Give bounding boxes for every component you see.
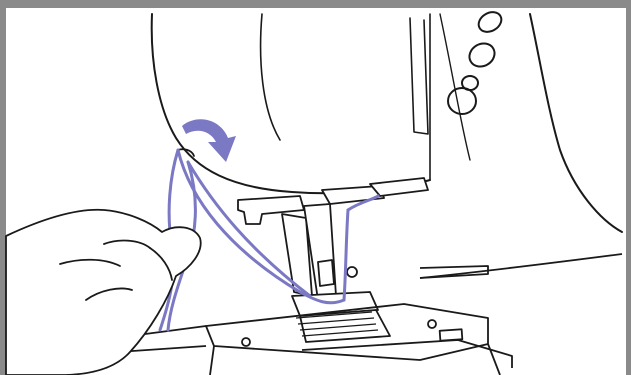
button-top [475,8,505,36]
plate-slot [440,329,463,341]
machine-head [152,14,622,232]
button-middle [465,39,499,71]
needle-screw [347,267,357,277]
button-bottom [448,88,476,114]
